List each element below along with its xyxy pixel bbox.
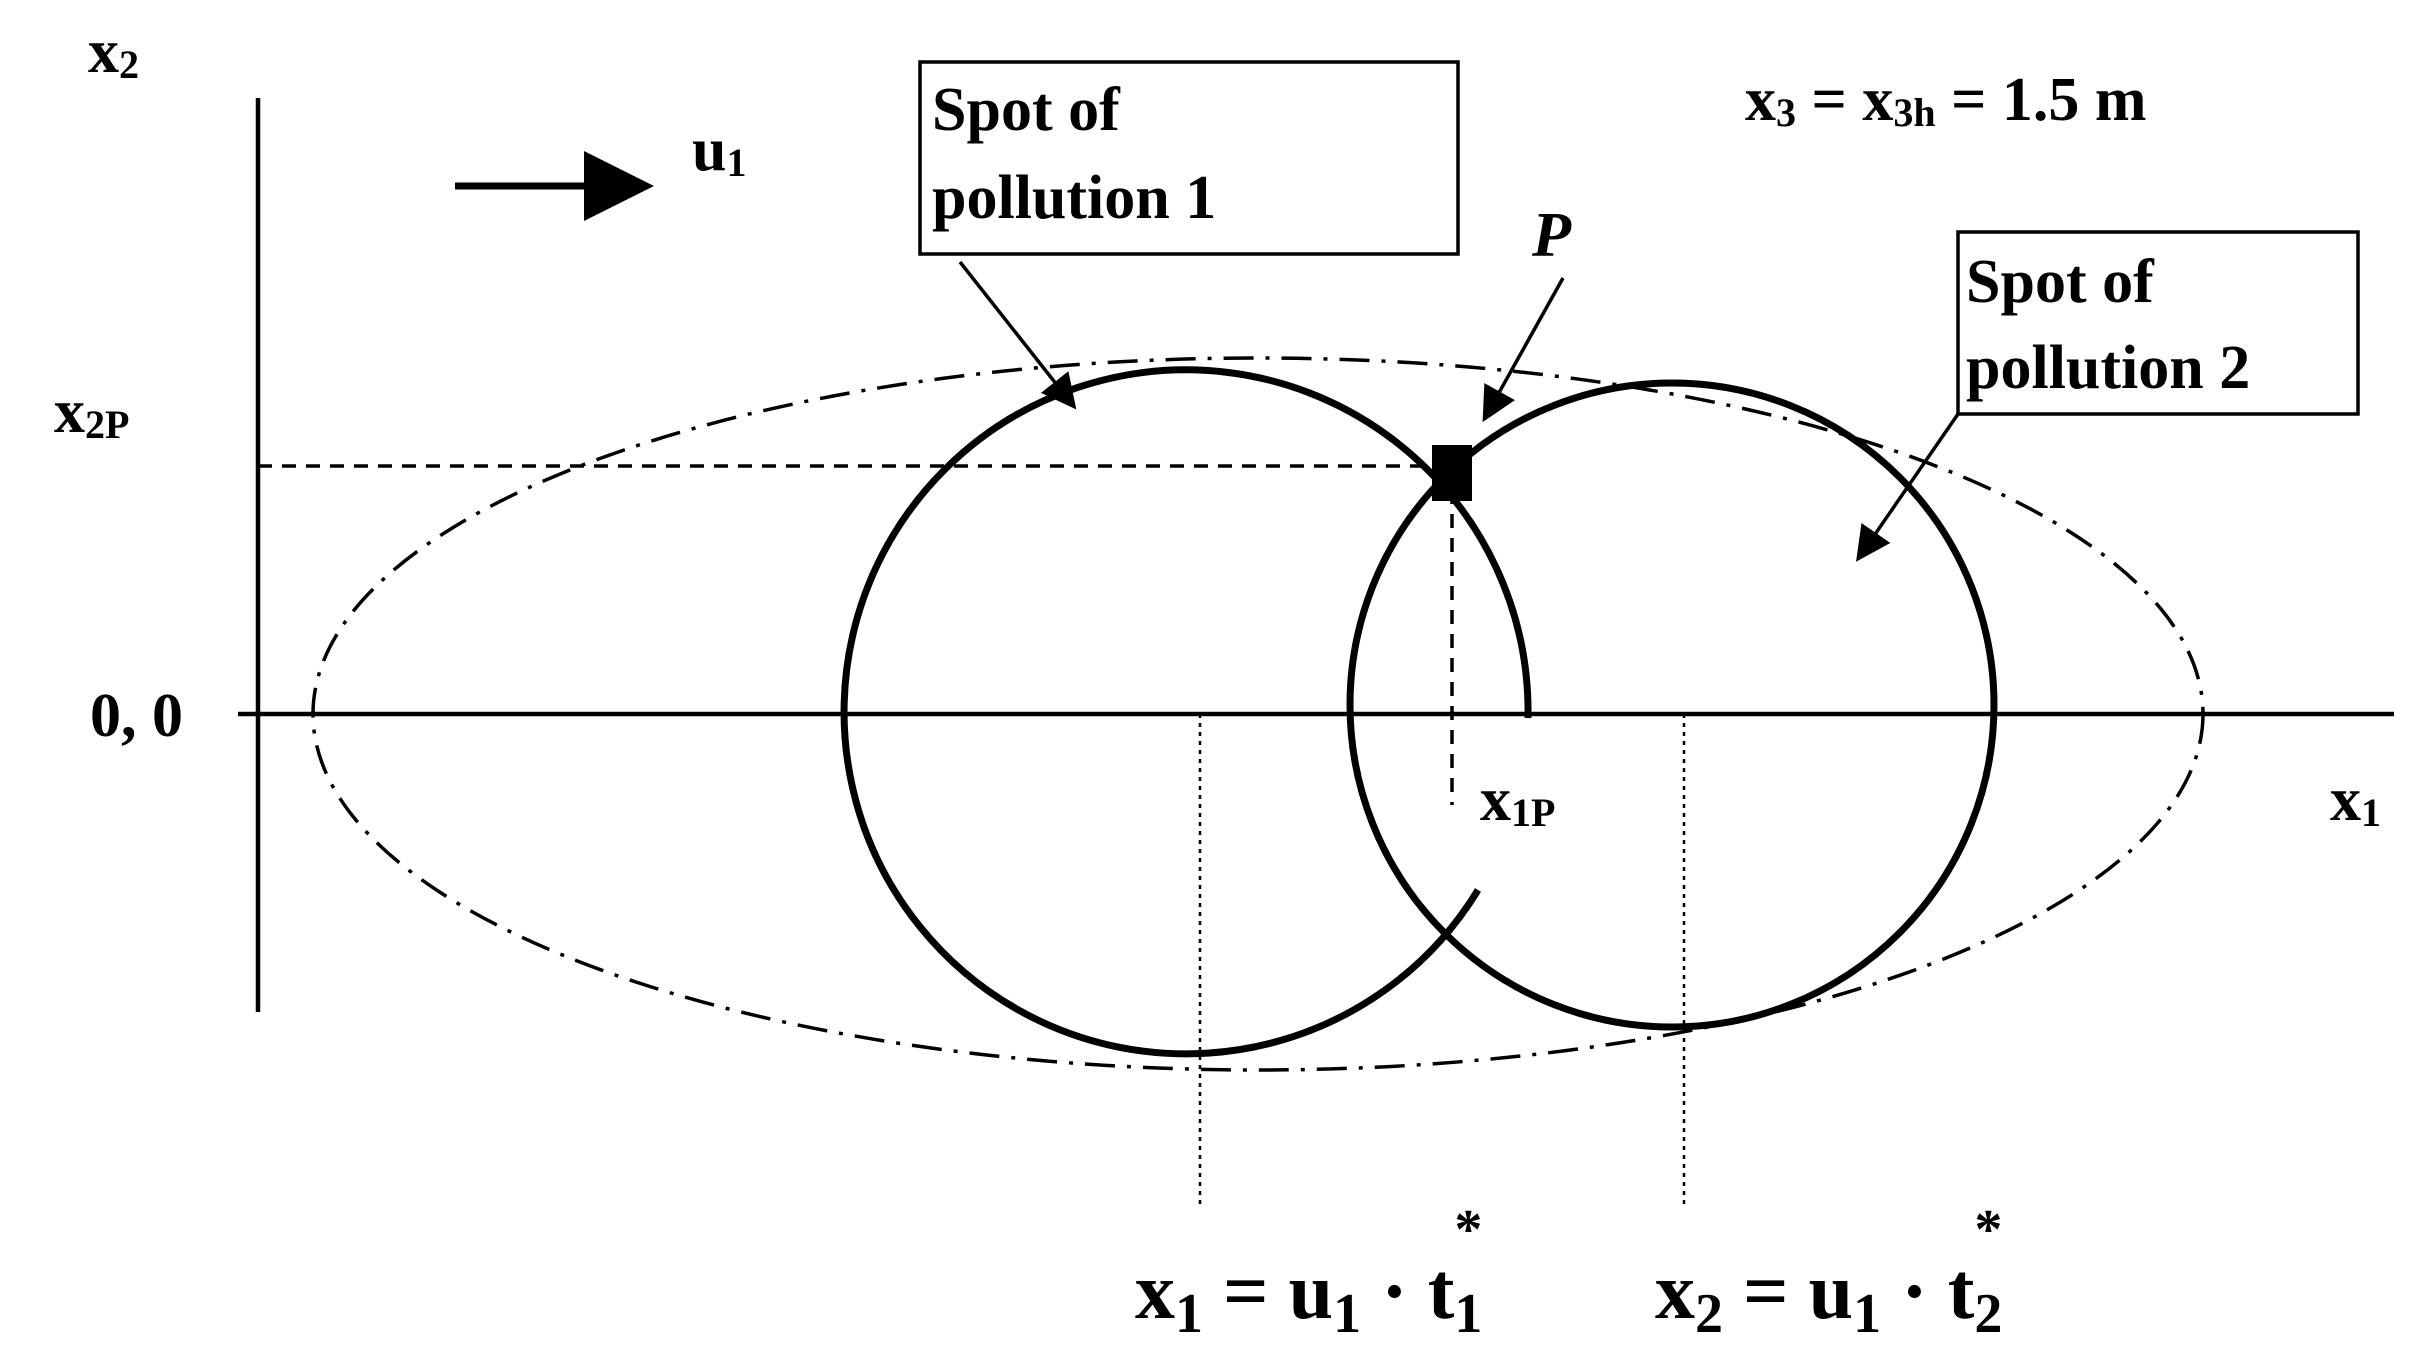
x1-axis-label: x1 <box>2330 766 2381 835</box>
spot2-leader-arrow <box>1856 413 1960 562</box>
height-note: x3 = x3h = 1.5 m <box>1745 66 2147 135</box>
wind-label: u1 <box>692 116 746 185</box>
spot1-circle <box>840 366 1532 1058</box>
spot1-label-box <box>918 60 1460 256</box>
spot1-line2: pollution 1 <box>932 164 1216 232</box>
spot2-label-box <box>1956 230 2360 416</box>
spot1-leader-arrow <box>958 260 1077 410</box>
formula-2: x2 = u1 · t2* <box>1655 1199 2002 1345</box>
spot2-line1: Spot of <box>1966 248 2155 316</box>
point-p-marker <box>1432 445 1472 501</box>
origin-label: 0, 0 <box>90 682 183 750</box>
formula-1: x1 = u1 · t1* <box>1135 1199 1482 1345</box>
spot1-line1: Spot of <box>932 76 1121 144</box>
x2-axis-label: x2 <box>88 18 139 87</box>
spot2-line2: pollution 2 <box>1966 334 2250 402</box>
p-leader-arrow <box>1482 277 1565 423</box>
point-p-label: P <box>1531 199 1572 270</box>
x2p-label: x2P <box>54 378 129 447</box>
spot2-circle <box>1346 379 1998 1031</box>
x1p-label: x1P <box>1480 766 1555 835</box>
